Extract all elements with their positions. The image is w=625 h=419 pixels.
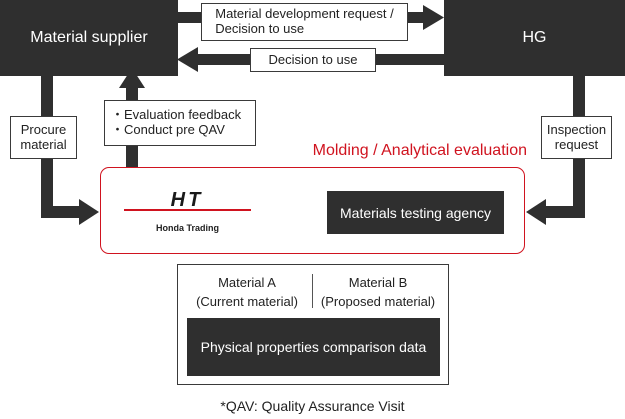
material-divider	[312, 274, 313, 308]
materials-testing-agency-node: Materials testing agency	[327, 191, 504, 234]
honda-trading-logo: HT Honda Trading	[120, 188, 255, 233]
logo-name: Honda Trading	[156, 223, 219, 233]
material-a-desc: (Current material)	[196, 294, 298, 309]
material-b: Material B (Proposed material)	[314, 273, 442, 311]
material-supplier-label: Material supplier	[30, 29, 148, 46]
logo-mark-text: HT	[171, 189, 204, 211]
feedback-label: ・Evaluation feedback ・Conduct pre QAV	[104, 100, 256, 146]
inspection-label-line2: request	[554, 136, 599, 152]
inspection-label: Inspection request	[541, 116, 612, 159]
inspection-label-line1: Inspection	[546, 121, 607, 137]
procure-label-line1: Procure	[20, 121, 67, 137]
hg-node: HG	[444, 0, 625, 76]
decision-label-text: Decision to use	[268, 51, 358, 67]
request-arrow-head	[423, 5, 444, 30]
decision-arrow-head	[177, 47, 198, 72]
procure-label: Procure material	[10, 116, 77, 159]
footnote: *QAV: Quality Assurance Visit	[220, 398, 405, 414]
material-b-name: Material B	[348, 275, 408, 290]
inspection-arrow-horizontal	[546, 206, 585, 218]
honda-trading-logo-mark: HT	[124, 189, 251, 211]
material-a-name: Material A	[218, 275, 276, 290]
inspection-arrow-head	[526, 199, 546, 225]
comparison-data-label: Physical properties comparison data	[200, 339, 427, 355]
materials-testing-agency-label: Materials testing agency	[340, 204, 491, 221]
feedback-label-line1: ・Evaluation feedback	[111, 107, 242, 123]
material-a: Material A (Current material)	[183, 273, 311, 311]
procure-arrow-head	[79, 199, 99, 225]
material-b-desc: (Proposed material)	[320, 294, 436, 309]
material-supplier-node: Material supplier	[0, 0, 178, 76]
evaluation-title: Molding / Analytical evaluation	[312, 142, 527, 159]
feedback-arrow-head	[119, 68, 145, 88]
procure-label-line2: material	[20, 136, 67, 152]
request-label-line2: Decision to use	[215, 21, 305, 36]
procure-arrow-horizontal	[41, 206, 79, 218]
comparison-data-node: Physical properties comparison data	[187, 318, 440, 376]
feedback-label-line2: ・Conduct pre QAV	[111, 122, 225, 137]
request-label-line1: Material development request /	[215, 6, 394, 22]
decision-label: Decision to use	[250, 48, 376, 72]
request-label: Material development request / Decision …	[201, 3, 408, 41]
hg-label: HG	[522, 29, 547, 46]
